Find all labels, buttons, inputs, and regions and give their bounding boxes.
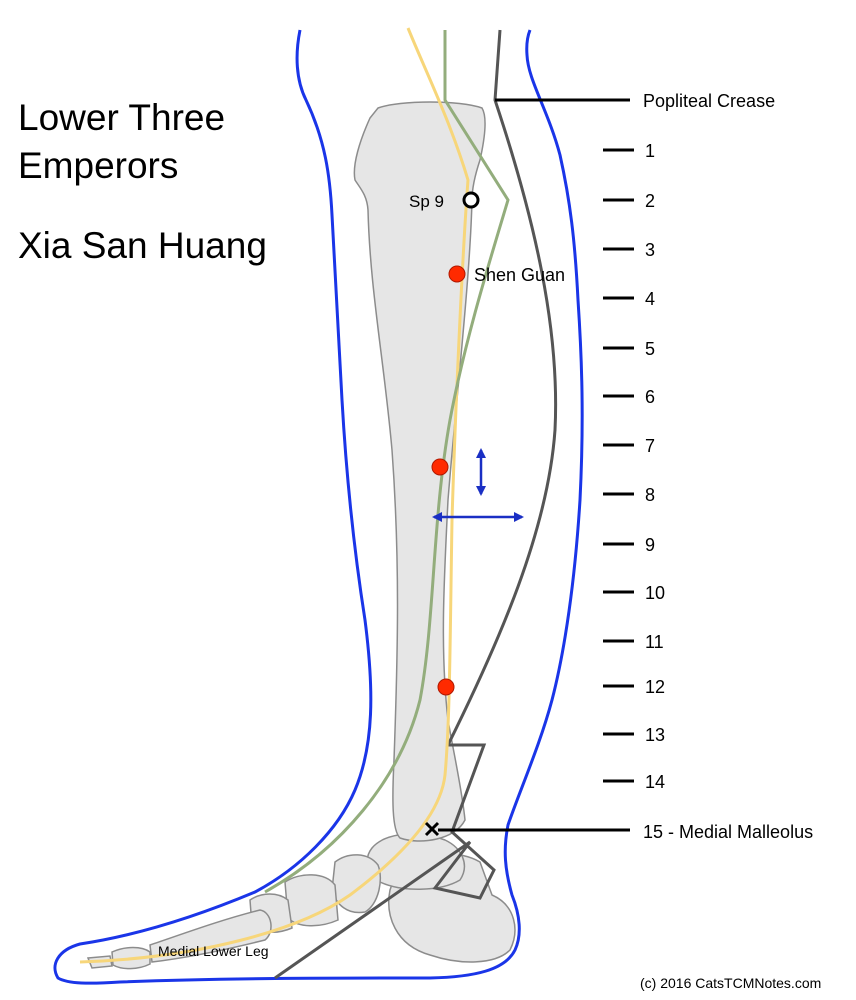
scale-tick-label: 4 bbox=[645, 289, 655, 309]
middle-emperor-point bbox=[431, 458, 449, 476]
shen-guan-point bbox=[448, 265, 466, 283]
scale-tick-label: 12 bbox=[645, 677, 665, 697]
scale-tick-label: 3 bbox=[645, 240, 655, 260]
cuneiform-1 bbox=[284, 874, 339, 927]
scale-tick-label: 1 bbox=[645, 141, 655, 161]
sp9-point bbox=[462, 191, 480, 209]
scale-tick-label: 2 bbox=[645, 191, 655, 211]
tibia-bone bbox=[353, 101, 486, 842]
pinyin-title: Xia San Huang bbox=[18, 225, 267, 266]
scale-tick-label: 13 bbox=[645, 725, 665, 745]
scale-tick-label: 11 bbox=[645, 632, 664, 652]
spleen-channel-line bbox=[79, 27, 470, 964]
scale-tick-label: 9 bbox=[645, 535, 655, 555]
scale-tick-label: 10 bbox=[645, 583, 665, 603]
measurement-line bbox=[274, 29, 558, 980]
malleolus-x-marker bbox=[424, 821, 440, 837]
scale-tick-label: 14 bbox=[645, 772, 665, 792]
scale-tick-label: 6 bbox=[645, 387, 655, 407]
medial-lower-leg-label: Medial Lower Leg bbox=[158, 943, 269, 959]
diagram-title-line-1: Lower Three bbox=[18, 97, 226, 138]
copyright-text: (c) 2016 CatsTCMNotes.com bbox=[640, 975, 821, 991]
malleolus-label: 15 - Medial Malleolus bbox=[643, 822, 813, 842]
navicular bbox=[331, 854, 382, 914]
diagram-title-line-2: Emperors bbox=[18, 145, 179, 186]
scale-tick-label: 7 bbox=[645, 436, 655, 456]
kidney-channel-line bbox=[264, 30, 510, 894]
scale-tick-label: 8 bbox=[645, 485, 655, 505]
sp9-label: Sp 9 bbox=[409, 192, 444, 211]
scale-tick-label: 5 bbox=[645, 339, 655, 359]
lower-emperor-point bbox=[437, 678, 455, 696]
leg-outline-back bbox=[53, 29, 584, 985]
shen-guan-label: Shen Guan bbox=[474, 265, 565, 285]
popliteal-crease-label: Popliteal Crease bbox=[643, 91, 775, 111]
metatarsal bbox=[149, 909, 272, 963]
